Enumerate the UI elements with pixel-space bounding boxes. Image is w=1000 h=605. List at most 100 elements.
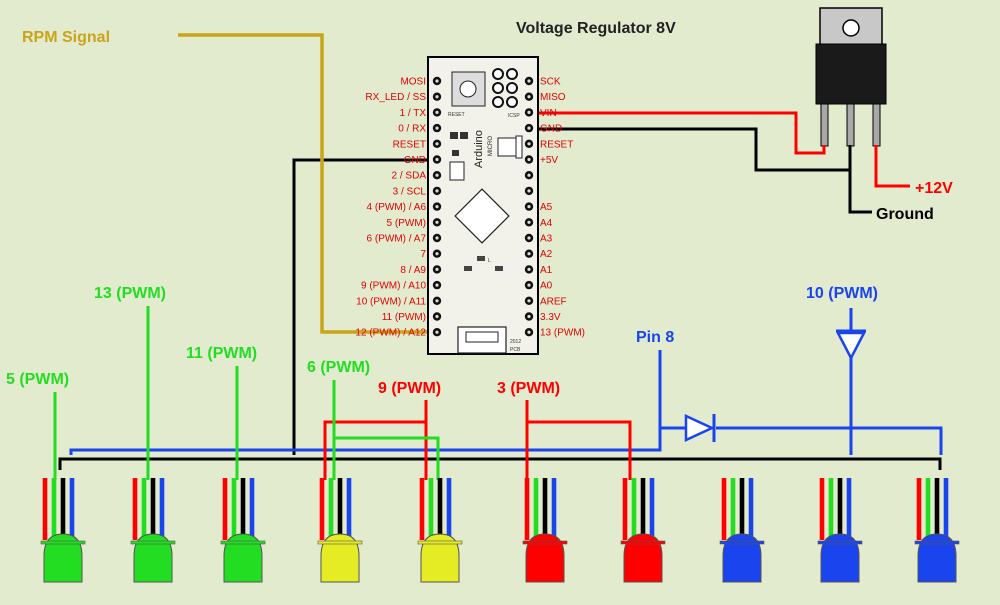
smd-part [497, 137, 517, 157]
regulator-leg-2 [846, 103, 855, 147]
silk-l: L [488, 258, 491, 264]
led-leg [150, 478, 156, 540]
right-pin-label: GND [540, 124, 562, 135]
yellow-red-bridge-wire [323, 400, 428, 480]
pin-hole [435, 157, 439, 162]
left-pin-label: RX_LED / SS [365, 92, 426, 103]
led-rim [40, 540, 86, 545]
led-body [133, 533, 173, 583]
pwm6-label: 6 (PWM) [307, 359, 370, 376]
left-pin-label: GND [404, 155, 426, 166]
right-pin-label: MISO [540, 92, 566, 103]
led-leg [51, 478, 57, 540]
reset-button-cap [459, 80, 477, 98]
led-yellow [417, 478, 463, 583]
right-pin-label: 3.3V [540, 312, 561, 323]
led-green [220, 478, 266, 583]
led-leg [249, 478, 255, 540]
regulator-leg-1 [820, 103, 829, 147]
pin-hole [527, 236, 531, 240]
pin-hole [527, 126, 531, 130]
led-leg [925, 478, 931, 540]
led-leg [524, 478, 530, 540]
led-body [722, 533, 762, 583]
smd-part [460, 132, 468, 139]
pin-hole [435, 314, 439, 319]
pin-hole [527, 314, 531, 319]
blue-bus-wire [69, 426, 943, 455]
led-yellow [317, 478, 363, 583]
pin-hole [527, 220, 531, 224]
right-pin-label: A2 [540, 249, 553, 260]
right-pin-label: A3 [540, 234, 553, 245]
rpm-signal-wire [178, 33, 428, 334]
led-bus-wiring [53, 306, 943, 480]
left-pin-label: 1 / TX [400, 108, 427, 119]
left-pin-label: 3 / SCL [393, 186, 427, 197]
icsp-pin [492, 68, 504, 80]
pwm5-label: 5 (PWM) [6, 371, 69, 388]
led-rim [130, 540, 176, 545]
ground-bus-wire [58, 457, 942, 470]
icsp-pin [492, 82, 504, 94]
led-leg [446, 478, 452, 540]
red-pair-wire [525, 400, 632, 480]
led-leg [542, 478, 548, 540]
silk-icsp: ICSP [508, 113, 520, 119]
pin-hole [435, 189, 439, 193]
led-body [917, 533, 957, 583]
regulator-tab-hole [842, 19, 860, 37]
pin-hole [527, 189, 531, 193]
pin-hole [435, 79, 439, 83]
right-pin-label: AREF [540, 296, 567, 307]
pin-hole [435, 126, 439, 130]
led-leg [141, 478, 147, 540]
left-pin-label: 9 (PWM) / A10 [361, 281, 426, 292]
led-leg [622, 478, 628, 540]
pwm3-label: 3 (PWM) [497, 380, 560, 397]
regulator-label: Voltage Regulator 8V [516, 20, 676, 37]
led-leg [640, 478, 646, 540]
diode-pin8 [684, 414, 716, 442]
led-blue [817, 478, 863, 583]
pin-hole [527, 79, 531, 83]
pin-hole [527, 205, 531, 209]
left-pin-label: 8 / A9 [400, 265, 426, 276]
pin-hole [435, 142, 439, 146]
led-body [623, 533, 663, 583]
right-pin-label: A4 [540, 218, 553, 229]
smd-part [450, 132, 458, 139]
left-pin-label: 0 / RX [398, 124, 426, 135]
pin-hole [435, 299, 439, 303]
led-leg [748, 478, 754, 540]
diode-pin10 [835, 329, 867, 361]
pin-hole [527, 330, 531, 334]
pwm11-label: 11 (PWM) [186, 345, 257, 362]
icsp-pin [492, 96, 504, 108]
pin-hole [527, 299, 531, 303]
right-pin-label: 13 (PWM) [540, 328, 585, 339]
left-pin-label: 11 (PWM) [382, 312, 426, 323]
pin-hole [527, 95, 531, 99]
led-rim [817, 540, 863, 545]
pin-hole [527, 283, 531, 287]
led-body [320, 533, 360, 583]
right-pin-header: SCKMISOVINGNDRESET+5VA5A4A3A2A1A0AREF3.3… [524, 77, 585, 339]
right-pin-label: +5V [540, 155, 558, 166]
led-leg [739, 478, 745, 540]
led-rim [317, 540, 363, 545]
led-red [620, 478, 666, 583]
pin-hole [527, 252, 531, 256]
plus12-wire [874, 145, 910, 188]
pwm10-label: 10 (PWM) [806, 285, 878, 302]
icsp-pin [506, 82, 518, 94]
pin-hole [435, 236, 439, 240]
board-gnd-right-wire [538, 127, 850, 172]
left-pin-label: 4 (PWM) / A6 [367, 202, 427, 213]
right-pin-label: VIN [540, 108, 557, 119]
led-green [40, 478, 86, 583]
silk-pcb: PCB [510, 347, 521, 353]
led-body [420, 533, 460, 583]
pin-hole [527, 173, 531, 177]
